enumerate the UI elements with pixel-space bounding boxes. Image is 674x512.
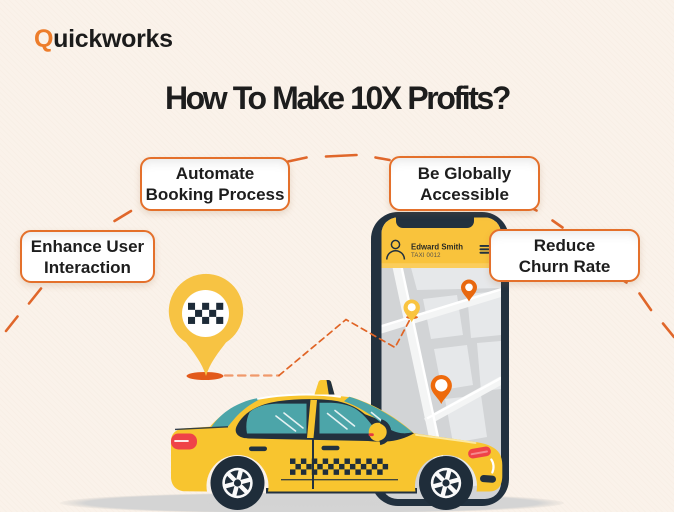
svg-text:TAXI 0012: TAXI 0012: [411, 253, 441, 259]
svg-text:Edward Smith: Edward Smith: [411, 243, 463, 252]
